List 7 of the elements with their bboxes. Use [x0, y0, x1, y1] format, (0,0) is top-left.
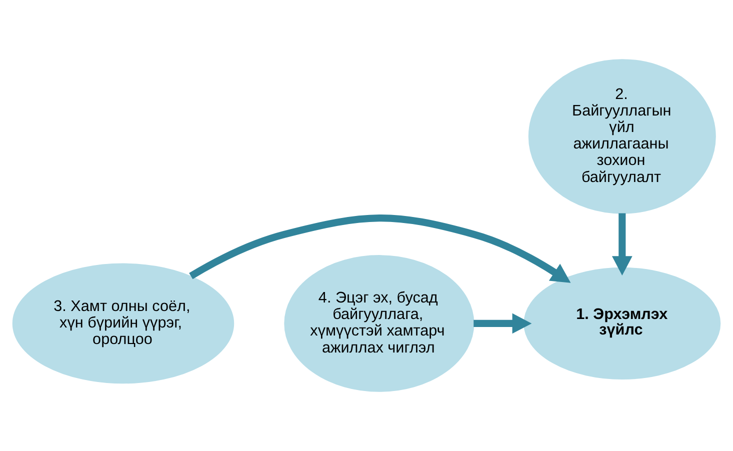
node-ellipse: 4. Эцэг эх, бусад байгууллага, хүмүүстэй хамтарч ажиллах чиглэл: [284, 255, 474, 392]
arrow: [474, 313, 532, 334]
node-ellipse: 1. Эрхэмлэх зүйлс: [524, 267, 721, 380]
node-ellipse: 2. Байгууллагын үйл ажиллагааны зохион байгуулалт: [528, 59, 716, 214]
arrow: [189, 214, 571, 283]
arrow: [612, 213, 632, 276]
node-ellipse: 3. Хамт олны соёл, хүн бүрийн үүрэг, оролцоо: [12, 263, 234, 384]
